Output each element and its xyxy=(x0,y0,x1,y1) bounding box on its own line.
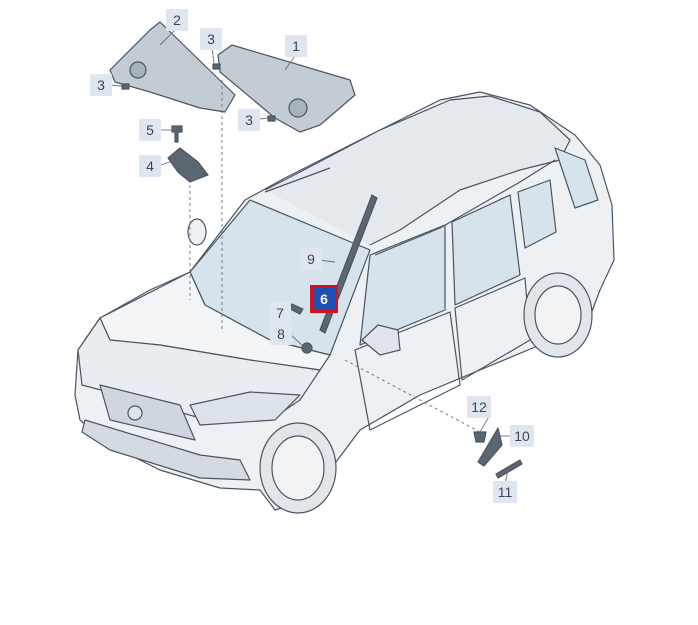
part-3-clip-b xyxy=(121,83,130,90)
part-2-hole xyxy=(129,61,147,79)
rear-rim xyxy=(534,285,582,345)
part-12-clip xyxy=(473,431,487,443)
callout-4[interactable]: 4 xyxy=(139,155,161,177)
roof-rail-left xyxy=(264,167,331,193)
lower-grille xyxy=(81,419,251,481)
part-11-seal xyxy=(495,459,523,479)
rear-window xyxy=(554,147,599,209)
part-3-clip-a xyxy=(212,63,221,70)
side-mirror xyxy=(361,324,401,356)
part-1-hole xyxy=(288,98,308,118)
part-8-nut xyxy=(301,342,313,354)
callout-3-top[interactable]: 3 xyxy=(200,28,222,50)
callout-5[interactable]: 5 xyxy=(139,119,161,141)
part-3-clip-c xyxy=(267,115,276,122)
callout-9[interactable]: 9 xyxy=(300,248,322,270)
quarter-window xyxy=(517,179,557,249)
part-10-trim xyxy=(477,427,503,467)
badge xyxy=(127,405,143,421)
front-door xyxy=(354,311,461,431)
front-rim xyxy=(271,435,325,501)
callout-3-left[interactable]: 3 xyxy=(90,74,112,96)
callout-10[interactable]: 10 xyxy=(510,425,534,447)
callout-2[interactable]: 2 xyxy=(166,9,188,31)
roof-rail-right xyxy=(374,159,556,256)
callout-1[interactable]: 1 xyxy=(285,35,307,57)
callout-11[interactable]: 11 xyxy=(493,481,517,503)
callout-12[interactable]: 12 xyxy=(467,396,491,418)
headlight xyxy=(189,391,301,426)
callout-3-right[interactable]: 3 xyxy=(238,109,260,131)
roof xyxy=(264,95,571,246)
grille xyxy=(99,384,196,441)
callout-8[interactable]: 8 xyxy=(270,323,292,345)
part-4-bracket xyxy=(167,147,209,183)
part-5-screw xyxy=(171,125,183,143)
part-1-plenum-right xyxy=(217,44,356,133)
callout-7[interactable]: 7 xyxy=(269,302,291,324)
front-side-window xyxy=(359,224,446,346)
far-mirror xyxy=(187,218,207,246)
rear-side-window xyxy=(451,194,521,306)
callout-6-selected[interactable]: 6 xyxy=(310,285,338,313)
